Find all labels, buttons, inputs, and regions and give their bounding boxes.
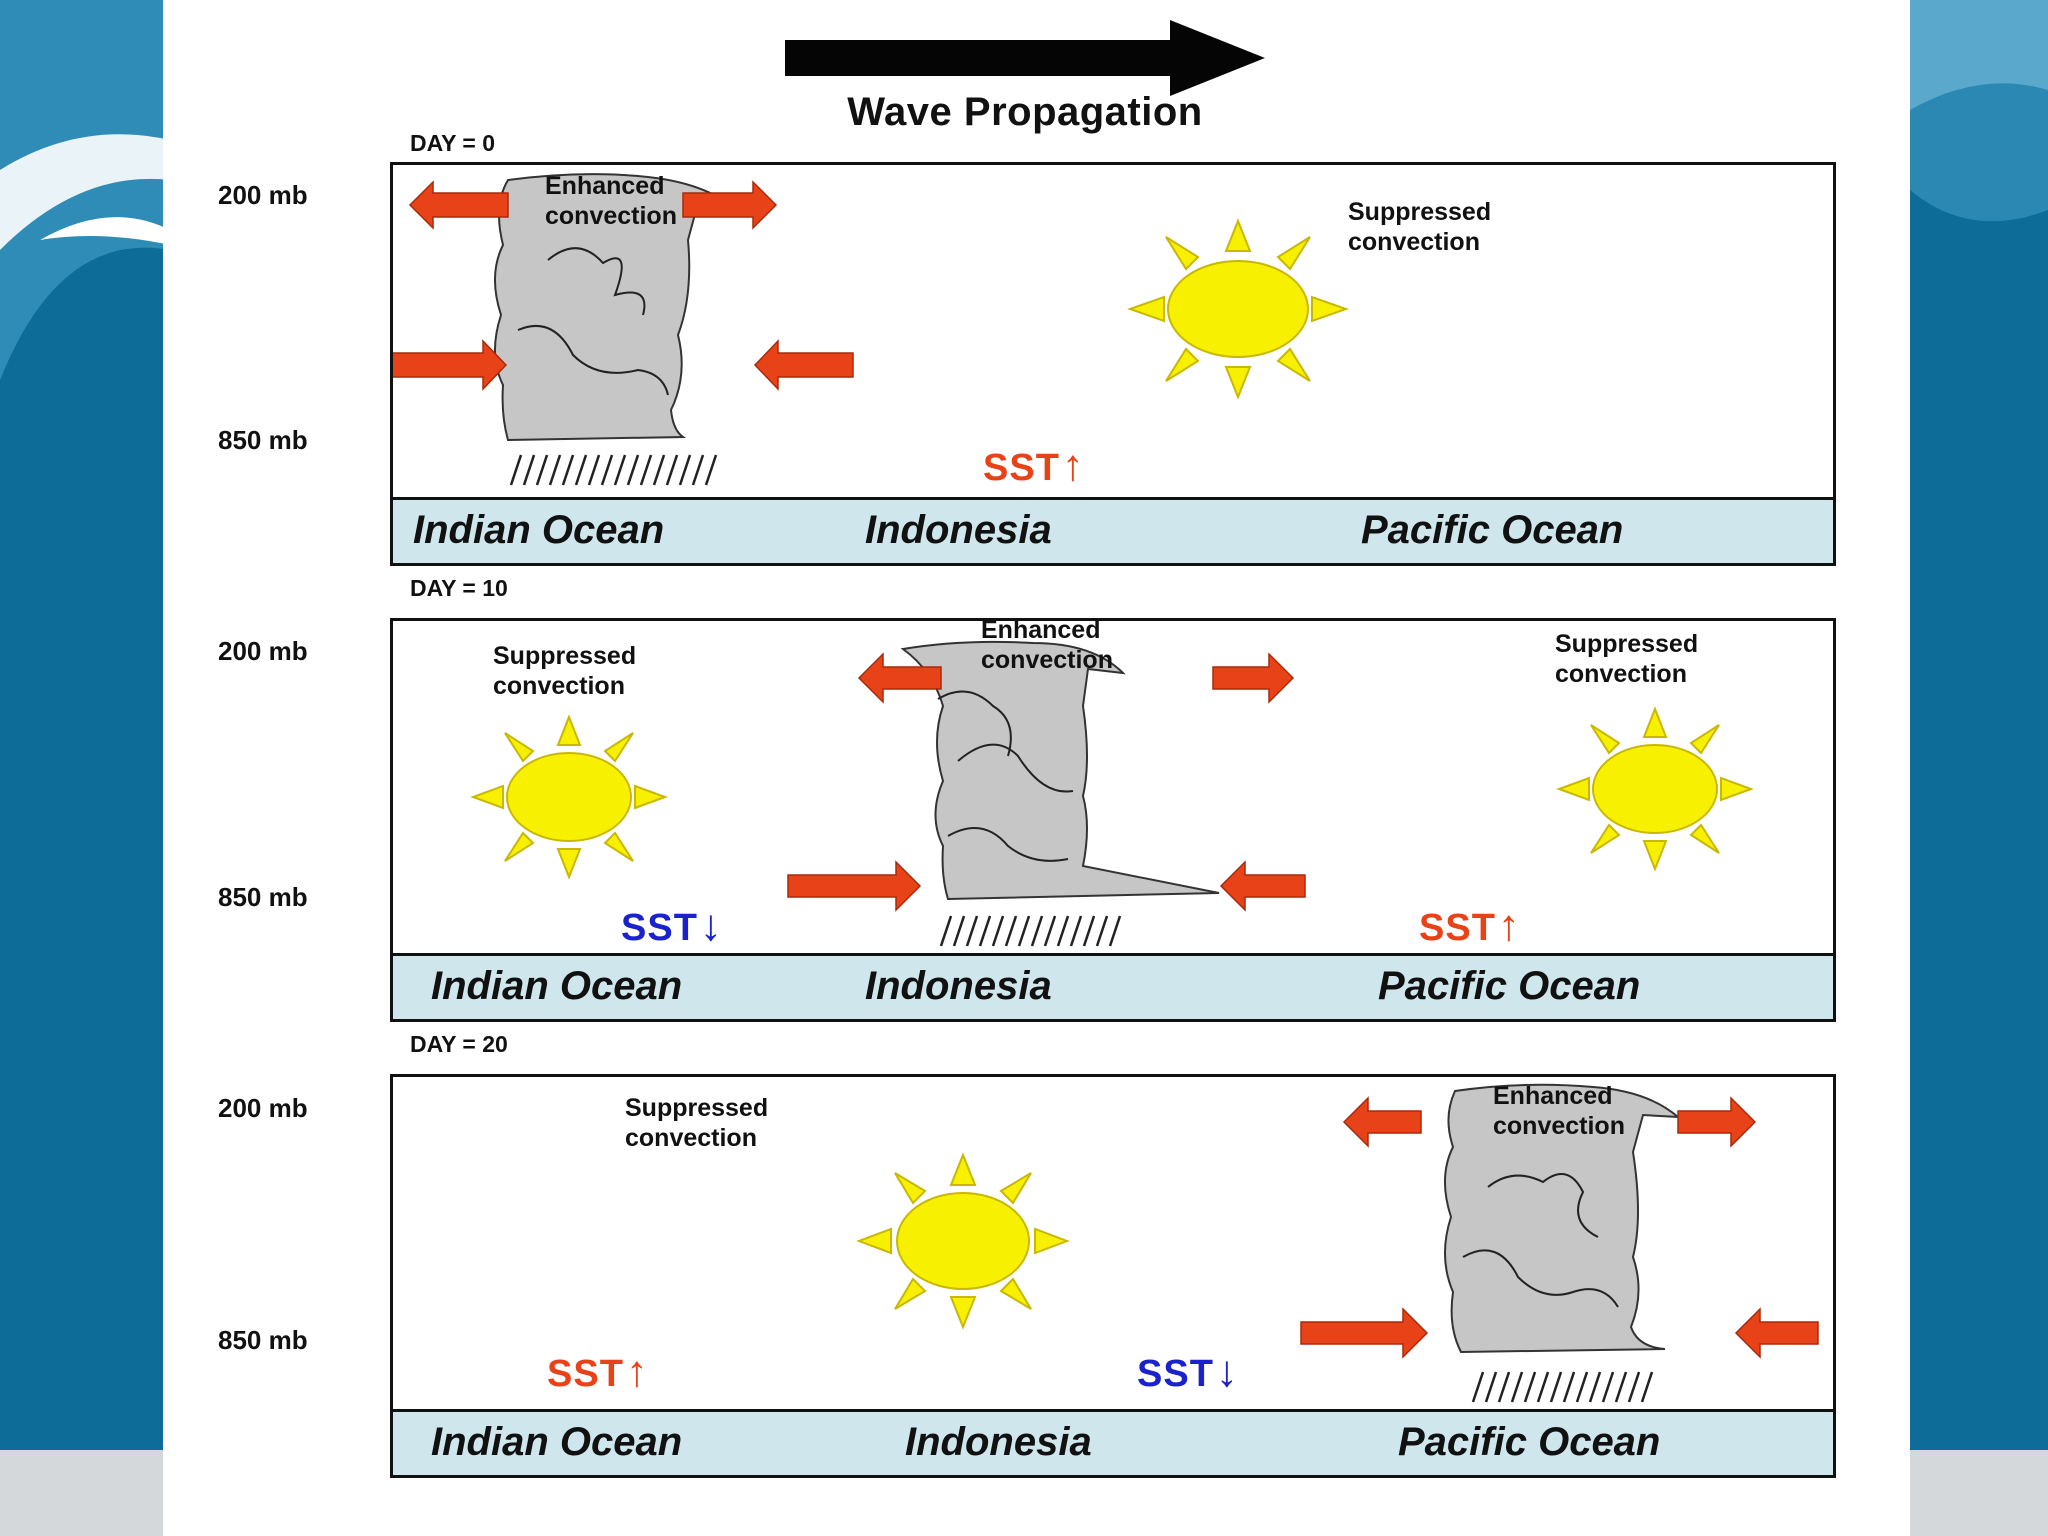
region-label: Pacific Ocean bbox=[1398, 1420, 1661, 1464]
outflow-arrow-left bbox=[1342, 1096, 1422, 1148]
level-850mb-label: 850 mb bbox=[218, 425, 308, 455]
inflow-arrow-right bbox=[1734, 1307, 1819, 1359]
sun-icon bbox=[470, 714, 668, 880]
convection-cloud bbox=[1443, 1083, 1681, 1354]
sst-indicator-up: SST↑ bbox=[547, 1347, 649, 1396]
inflow-arrow-left bbox=[1300, 1307, 1429, 1359]
wave-propagation-arrow bbox=[785, 20, 1265, 96]
outflow-arrow-right bbox=[1212, 652, 1295, 704]
level-200mb-label: 200 mb bbox=[218, 1093, 308, 1123]
sst-indicator-up: SST↑ bbox=[1419, 901, 1521, 950]
sst-indicator-down: SST↓ bbox=[621, 901, 723, 950]
hatching-surface bbox=[1471, 1371, 1654, 1403]
enhanced-convection-label: Enhanced convection bbox=[1493, 1082, 1625, 1140]
outflow-arrow-right bbox=[1677, 1096, 1757, 1148]
region-strip: Indian Ocean Indonesia Pacific Ocean bbox=[393, 1409, 1833, 1475]
background-left-decoration bbox=[0, 0, 170, 1536]
level-850mb-label: 850 mb bbox=[218, 882, 308, 912]
region-label: Pacific Ocean bbox=[1361, 508, 1624, 552]
wave-propagation-title: Wave Propagation bbox=[847, 90, 1203, 134]
outflow-arrow-left bbox=[857, 652, 942, 704]
region-label: Indian Ocean bbox=[431, 1420, 683, 1464]
level-200mb-label: 200 mb bbox=[218, 636, 308, 666]
day-label: DAY = 20 bbox=[410, 1031, 508, 1057]
level-850mb-label: 850 mb bbox=[218, 1325, 308, 1355]
sun-icon bbox=[1556, 706, 1754, 872]
region-label: Indian Ocean bbox=[431, 964, 683, 1008]
convection-cloud bbox=[493, 173, 737, 442]
panel-day-20: Suppressed convection Enhanced convectio… bbox=[390, 1074, 1836, 1478]
inflow-arrow-right bbox=[1219, 860, 1306, 912]
region-label: Pacific Ocean bbox=[1378, 964, 1641, 1008]
region-label: Indian Ocean bbox=[413, 508, 665, 552]
enhanced-convection-label: Enhanced convection bbox=[981, 618, 1113, 674]
outflow-arrow-right bbox=[682, 180, 778, 230]
suppressed-convection-label: Suppressed convection bbox=[1348, 198, 1492, 256]
sun-icon bbox=[856, 1152, 1070, 1330]
region-label: Indonesia bbox=[905, 1420, 1092, 1464]
suppressed-convection-label: Suppressed convection bbox=[1555, 630, 1699, 688]
hatching-surface bbox=[509, 454, 718, 486]
sst-indicator-down: SST↓ bbox=[1137, 1347, 1239, 1396]
region-strip: Indian Ocean Indonesia Pacific Ocean bbox=[393, 497, 1833, 563]
enhanced-convection-label: Enhanced convection bbox=[545, 172, 677, 230]
suppressed-convection-label: Suppressed convection bbox=[625, 1094, 769, 1152]
region-strip: Indian Ocean Indonesia Pacific Ocean bbox=[393, 953, 1833, 1019]
day-label: DAY = 0 bbox=[410, 130, 496, 156]
sun-icon bbox=[1126, 218, 1350, 400]
region-label: Indonesia bbox=[865, 964, 1052, 1008]
inflow-arrow-right bbox=[753, 339, 854, 391]
sst-indicator-up: SST↑ bbox=[983, 441, 1085, 490]
inflow-arrow-left bbox=[393, 339, 508, 391]
region-label: Indonesia bbox=[865, 508, 1052, 552]
panel-day-0: Enhanced convection Suppressed convectio… bbox=[390, 162, 1836, 566]
outflow-arrow-left bbox=[408, 180, 509, 230]
panel-day-10: Suppressed convection Enhanced convectio… bbox=[390, 618, 1836, 1022]
level-200mb-label: 200 mb bbox=[218, 180, 308, 210]
hatching-surface bbox=[939, 915, 1122, 947]
suppressed-convection-label: Suppressed convection bbox=[493, 642, 637, 700]
inflow-arrow-left bbox=[787, 860, 922, 912]
background-right-decoration bbox=[1910, 0, 2048, 1536]
convection-cloud bbox=[900, 640, 1220, 901]
day-label: DAY = 10 bbox=[410, 575, 508, 601]
